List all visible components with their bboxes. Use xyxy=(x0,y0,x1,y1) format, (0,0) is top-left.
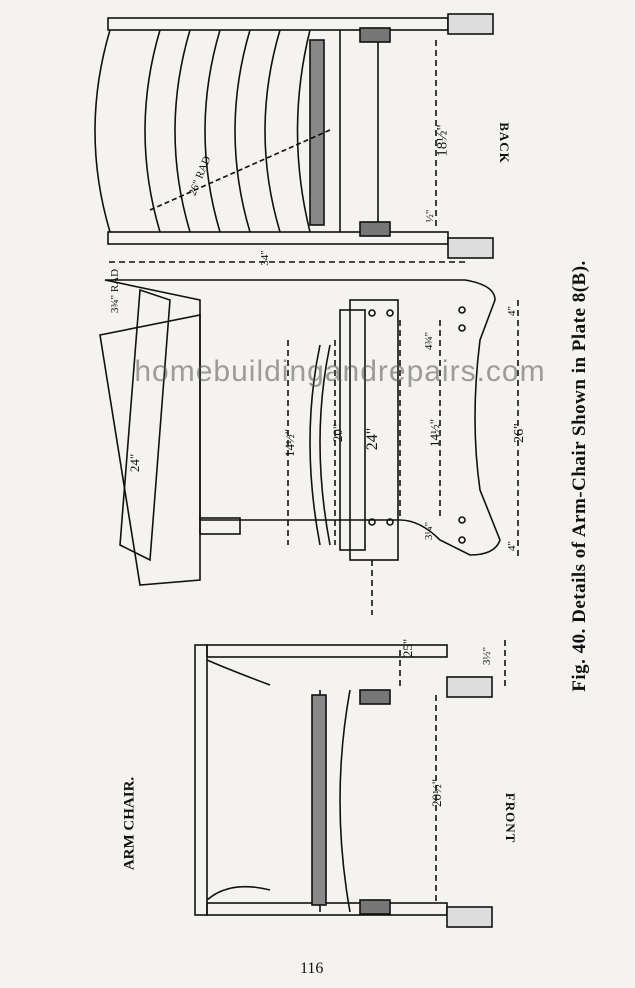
back-view-label: BACK xyxy=(497,122,512,164)
figure-caption: Fig. 40. Details of Arm-Chair Shown in P… xyxy=(569,260,590,692)
dim-side-24: 24" xyxy=(364,427,381,451)
dim-side-3-4: 3¼" xyxy=(423,521,435,541)
side-view-drawing xyxy=(99,261,519,615)
dim-side-4b: 4" xyxy=(506,541,518,551)
dim-back-width: 18½" xyxy=(434,124,451,157)
dim-side-20: 20" xyxy=(330,423,345,443)
dim-side-14b: 14½" xyxy=(427,418,442,448)
dim-front-3: 3½" xyxy=(481,646,493,666)
watermark-text: homebuildingandrepairs.com xyxy=(134,355,546,388)
dim-side-top: 34" xyxy=(259,250,271,266)
dim-side-26: 26" xyxy=(512,423,527,443)
back-view-drawing xyxy=(94,13,494,259)
dim-side-14a: 14½" xyxy=(282,428,297,458)
dim-side-4a: 4" xyxy=(506,306,518,316)
dim-side-4-3: 4¾" xyxy=(423,331,435,351)
dim-side-top-rad: 3¾" RAD xyxy=(109,268,121,314)
front-view-drawing xyxy=(194,640,506,928)
front-view-label: FRONT xyxy=(503,792,518,844)
dim-front-width: 20½" xyxy=(429,778,444,808)
arm-chair-heading: ARM CHAIR. xyxy=(121,776,138,871)
page-number: 116 xyxy=(300,960,324,977)
dim-back-margin: ½" xyxy=(424,209,436,223)
dim-front-height: 25" xyxy=(400,638,415,658)
dim-side-arm: 24" xyxy=(127,453,142,473)
